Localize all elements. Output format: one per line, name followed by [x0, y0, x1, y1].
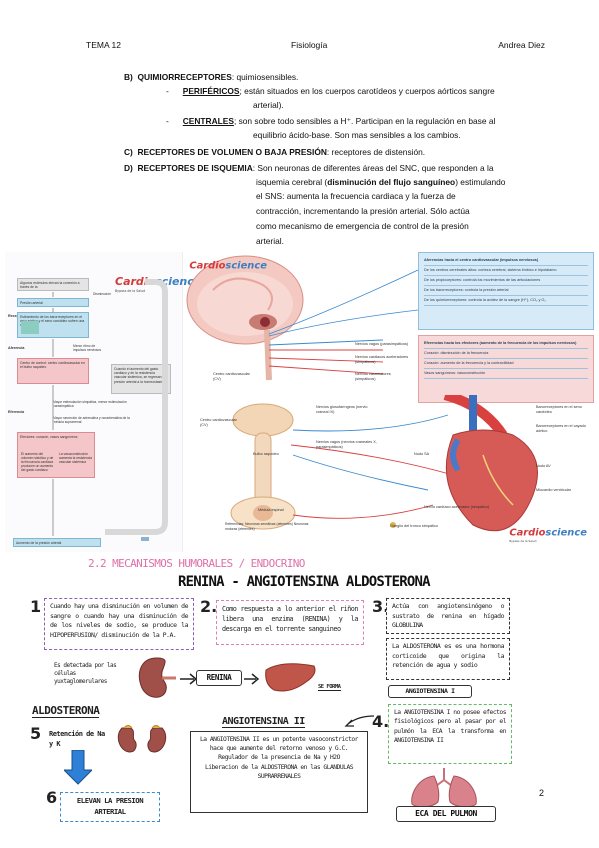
flow-step-impulses: Menor ritmo de impulsos nerviosos: [73, 344, 102, 352]
step1-box: Cuando hay una disminución en volumen de…: [44, 598, 194, 650]
perifericos-item: - PERIFÉRICOS; están situados en los cue…: [166, 86, 495, 96]
perifericos-cont: arterial).: [253, 100, 284, 110]
label-eferencia: Eferencia: [8, 410, 25, 414]
header-subject: Fisiología: [291, 40, 328, 50]
label-medulla: Bulbo raquídeo: [253, 452, 279, 456]
step6-number: 6: [46, 788, 58, 807]
cardioscience-logo-3: Cardioscience Bypass de la Salud: [509, 526, 587, 543]
section-d-line6: arterial.: [256, 236, 284, 246]
efferent-info-box: Eferencias hacia los efectores (aumento …: [418, 335, 594, 403]
centrales-item: - CENTRALES; son sobre todo sensibles a …: [166, 116, 496, 126]
label-disminucion: Disminución: [93, 292, 111, 296]
flow-step-effectors: Efectores: corazón, vasos sanguíneos: [17, 432, 95, 478]
flow-homeostasis-note: Cuando el aumento del gasto cardiaco y d…: [111, 364, 171, 394]
aldosterona-label: ALDOSTERONA: [32, 704, 100, 718]
centrales-cont: equilibrio ácido-base. Son mas sensibles…: [253, 130, 461, 140]
section-d-line5: como mecanismo de emergencia de control …: [256, 221, 469, 231]
label-myocardium: Miocardio ventricular: [536, 488, 572, 492]
down-arrow-icon: [64, 750, 92, 785]
flow-step-baroreceptors: Estiramiento de los barorreceptores en e…: [17, 312, 89, 338]
lungs-icon: [411, 768, 477, 808]
flow-step-adrenaline: Mayor secreción de adrenalina y noradren…: [53, 416, 130, 424]
flow-step-stimulus: Algunos estímulos elevan la conexión a t…: [17, 278, 89, 291]
step3-box: Actúa con angiotensinógeno o sustrato de…: [386, 598, 510, 634]
section-d-line3: el SNS: aumenta la frecuencia cardiaca y…: [256, 191, 456, 201]
section-humoral-title: 2.2 MECANISMOS HUMORALES / ENDOCRINO: [88, 557, 305, 570]
label-cardiac-accel-2: Nervio cardíaco acelerador (simpático): [424, 505, 490, 509]
detection-note: Es detectada por las células yuxtaglomer…: [54, 662, 117, 685]
flow-step-increase: Aumento de la presión arterial: [13, 538, 101, 547]
kidney-icon: [138, 657, 176, 698]
section-d-heading: D) RECEPTORES DE ISQUEMIA: Son neuronas …: [124, 163, 494, 173]
raas-title: RENINA - ANGIOTENSINA ALDOSTERONA: [178, 574, 431, 590]
label-aferencia: Aferencia: [8, 346, 25, 350]
eca-pulmon-label: ECA DEL PULMON: [396, 806, 496, 822]
label-cardiac-accel: Nervios cardiacos aceleradores (simpátic…: [355, 355, 409, 364]
section-d-line2: isquemia cerebral (disminución del flujo…: [256, 177, 506, 187]
step3-number: 3.: [372, 597, 390, 616]
flow-step-pressure: Presión arterial: [17, 298, 89, 307]
step4-box: La ANGIOTENSINA I no posee efectos fisio…: [388, 704, 512, 764]
quimiorreceptores-term: QUIMIORRECEPTORES: [137, 72, 232, 82]
cardioscience-logo: Cardioscience Bypass de la Salud: [115, 275, 202, 293]
step1-number: 1: [30, 597, 42, 616]
label-av-node: Nodo AV: [536, 464, 551, 468]
liver-icon: [265, 663, 316, 692]
header-course: TEMA 12: [86, 40, 121, 50]
renina-label: RENINA: [196, 670, 242, 686]
step5-number: 5: [30, 724, 42, 743]
arrow-from-lung: [344, 715, 375, 727]
step4-number: 4.: [372, 712, 390, 731]
section-b-heading: B) QUIMIORRECEPTORES: quimiosensibles.: [124, 72, 299, 82]
page-number: 2: [538, 788, 544, 798]
label-vasomotor: Nervios vasomotores (simpáticos): [355, 372, 391, 381]
label-sa-node: Nodo SA: [414, 452, 430, 456]
label-aortic-baro: Barorreceptores en el cayado aórtico: [536, 424, 586, 433]
label-glossopharyngeal: Nervios glosofaríngeos (nervio craneal I…: [316, 405, 368, 414]
section-c-heading: C) RECEPTORES DE VOLUMEN O BAJA PRESIÓN:…: [124, 147, 426, 157]
cardioscience-logo-2: Cardioscience: [189, 259, 267, 272]
arrow-to-liver: [244, 673, 260, 685]
brain-cardiovascular-diagram: [186, 255, 418, 381]
step5-text: Retención de Na y K: [44, 726, 110, 750]
label-cv-center-2: Centro cardiovascular (CV): [200, 418, 237, 427]
effector-note-vessels: La vasoconstricción aumenta la resistenc…: [59, 452, 92, 464]
figure-references: Referencias: Neuronas sensitivas (aferen…: [225, 522, 309, 531]
adrenal-glands-icon: [117, 725, 167, 753]
se-forma-label: SE FORMA: [318, 684, 341, 691]
angiotensin1-label: ANGIOTENSINA I: [388, 685, 472, 698]
header-author: Andrea Diez: [498, 40, 545, 50]
step6-box: ELEVAN LA PRESION ARTERIAL: [60, 792, 160, 822]
label-cv-center: Centro cardiovascular (CV): [213, 372, 250, 381]
flow-step-sympathetic: Mayor estimulación simpática, menor esti…: [53, 400, 127, 408]
step2-number: 2.: [200, 597, 218, 616]
effector-note-heart: El aumento del volumen sistólico y de la…: [21, 452, 54, 472]
regulation-flow-diagram: Cardioscience Bypass de la Salud Algunos…: [5, 252, 201, 552]
afferent-info-box: Aferencias hacia el centro cardiovascula…: [418, 252, 594, 330]
section-d-line4: contracción, incrementando la presión ar…: [256, 206, 470, 216]
label-carotid-baro: Barorreceptores en el seno carotídeo: [536, 405, 582, 414]
label-sympathetic-ganglion: Ganglio del tronco simpático: [390, 524, 438, 528]
flow-loop-arrow: [52, 279, 168, 541]
step2-box: Como respuesta a lo anterior el riñon li…: [216, 600, 364, 645]
flow-step-control-center: Centro de control: centro cardiovascular…: [17, 358, 89, 384]
heart-innervation-diagram: [230, 395, 538, 532]
aldosterone-desc-box: La ALDOSTERONA es es una hormona cortico…: [386, 638, 510, 680]
page-header: TEMA 12 Fisiología Andrea Diez: [86, 40, 545, 54]
label-vagus: Nervios vagos (parasimpáticos): [355, 342, 409, 346]
label-spinal-cord: Médula espinal: [258, 508, 284, 512]
label-vagus-2: Nervios vagos (nervios craneales X, para…: [316, 440, 377, 449]
baroreceptor-icon: [21, 321, 39, 334]
angiotensin2-box: La ANGIOTENSINA II es un potente vasocon…: [190, 731, 368, 813]
angiotensin2-title: ANGIOTENSINA II: [222, 716, 305, 728]
